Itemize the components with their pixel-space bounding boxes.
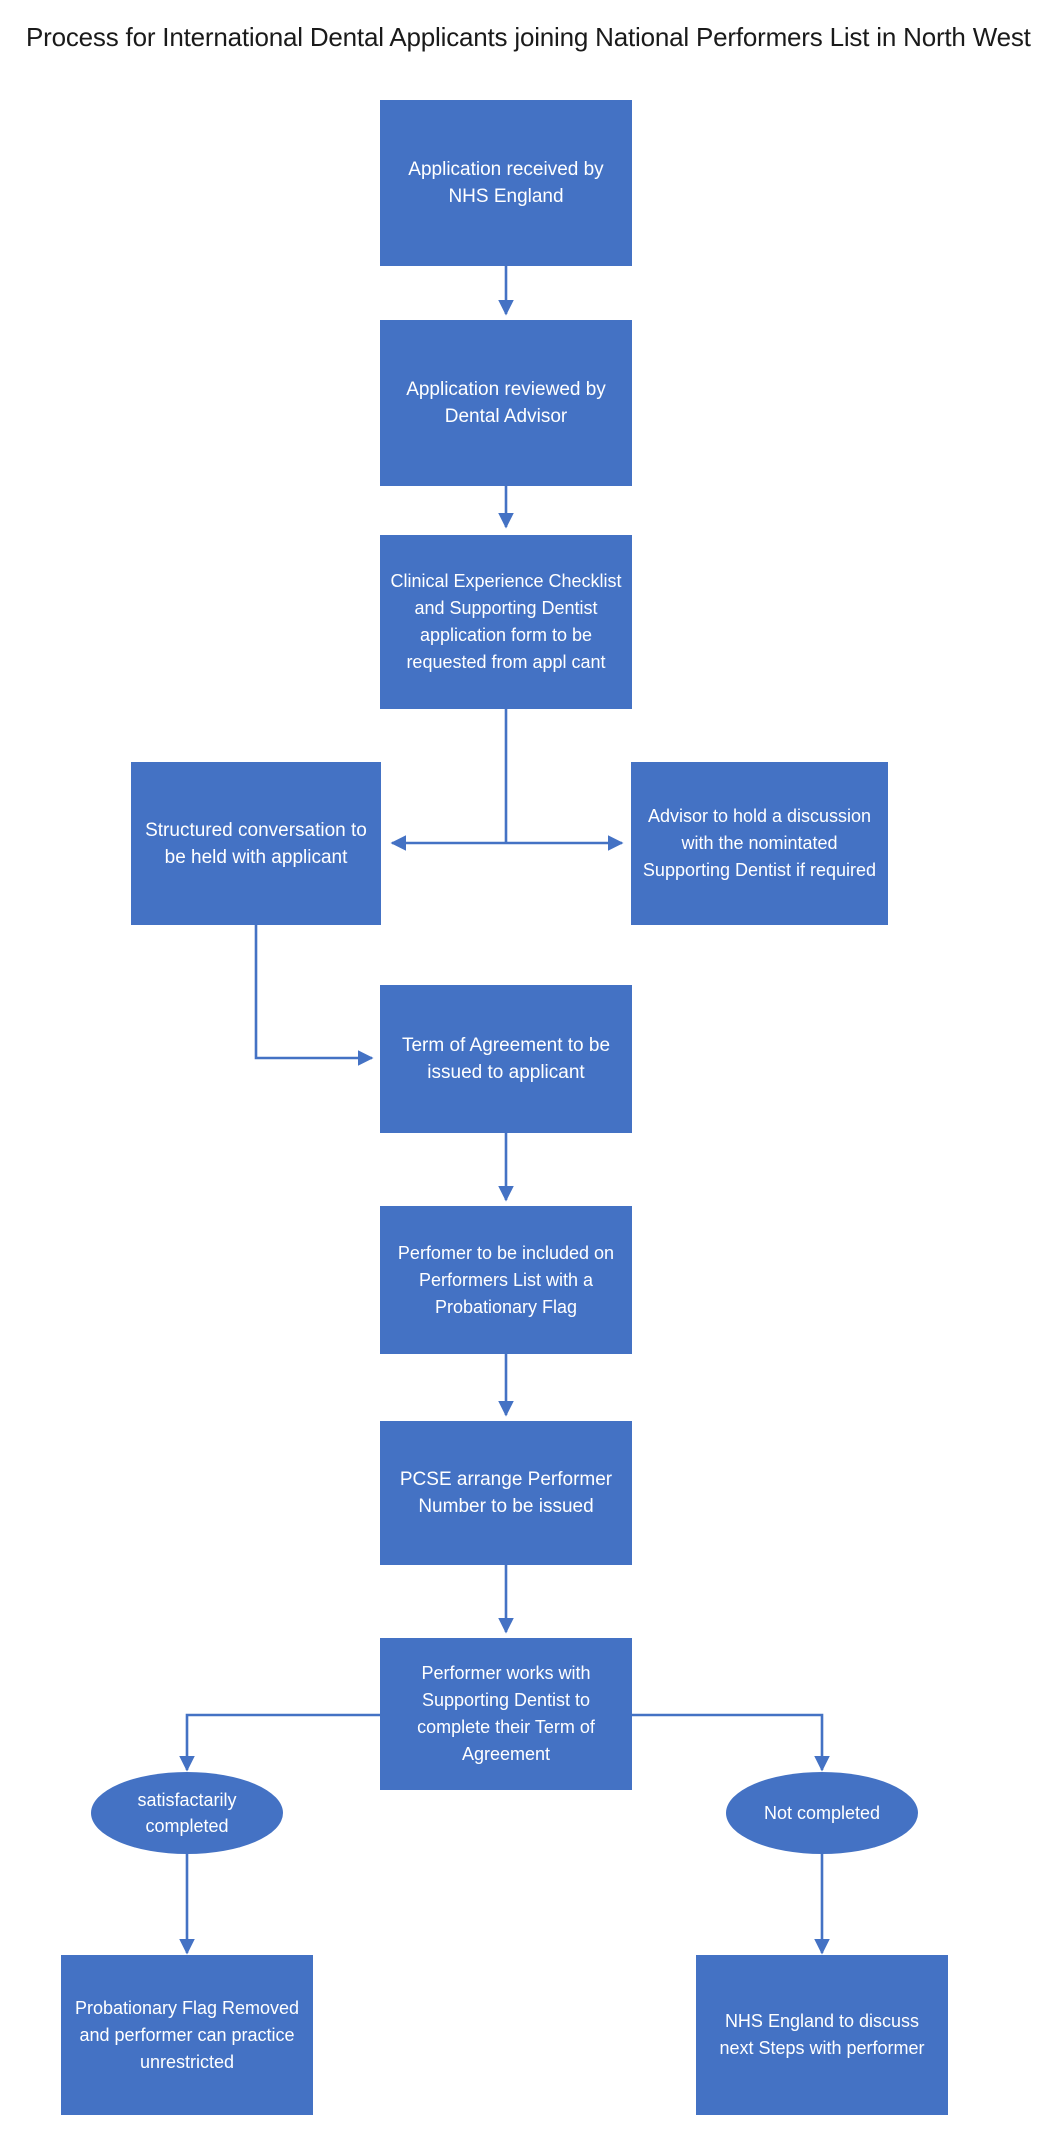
node-performer-included[interactable]: Perfomer to be included on Performers Li… — [380, 1206, 632, 1354]
node-label: NHS England to discuss next Steps with p… — [719, 2011, 925, 2058]
node-label: Advisor to hold a discussion with the no… — [642, 806, 877, 880]
node-advisor-discussion[interactable]: Advisor to hold a discussion with the no… — [631, 762, 888, 925]
node-label: Term of Agreement to be issued to applic… — [401, 1035, 611, 1083]
node-label: Clinical Experience Checklist and Suppor… — [390, 571, 622, 672]
node-satisfactarily-completed[interactable]: satisfactarily completed — [91, 1772, 283, 1854]
node-not-completed[interactable]: Not completed — [726, 1772, 918, 1854]
node-term-of-agreement[interactable]: Term of Agreement to be issued to applic… — [380, 985, 632, 1133]
node-label: Perfomer to be included on Performers Li… — [397, 1242, 615, 1317]
connector-performer-works-to-satisfactarily — [179, 1713, 380, 1772]
connector-structured-conversation-to-term-of-agreement — [254, 925, 374, 1066]
node-label: Application received by NHS England — [408, 159, 604, 207]
node-label: Probationary Flag Removed and performer … — [74, 1997, 300, 2072]
node-label: Structured conversation to be held with … — [145, 819, 367, 868]
node-label: Not completed — [763, 1803, 881, 1823]
node-label: PCSE arrange Performer Number to be issu… — [399, 1469, 613, 1517]
node-label: Performer works with Supporting Dentist … — [417, 1663, 595, 1764]
node-label: Application reviewed by Dental Advisor — [406, 379, 606, 427]
node-checklist-requested[interactable]: Clinical Experience Checklist and Suppor… — [380, 535, 632, 709]
node-structured-conversation[interactable]: Structured conversation to be held with … — [131, 762, 381, 925]
node-application-received[interactable]: Application received by NHS England — [380, 100, 632, 266]
page-title: Process for International Dental Applica… — [26, 22, 1031, 52]
connector-performer-works-to-not-completed — [632, 1713, 830, 1772]
node-pcse-performer-number[interactable]: PCSE arrange Performer Number to be issu… — [380, 1421, 632, 1565]
node-performer-works-with-dentist[interactable]: Performer works with Supporting Dentist … — [380, 1638, 632, 1790]
node-application-reviewed[interactable]: Application reviewed by Dental Advisor — [380, 320, 632, 486]
node-label: satisfactarily completed — [137, 1790, 237, 1836]
node-discuss-next-steps[interactable]: NHS England to discuss next Steps with p… — [696, 1955, 948, 2115]
node-flag-removed[interactable]: Probationary Flag Removed and performer … — [61, 1955, 313, 2115]
